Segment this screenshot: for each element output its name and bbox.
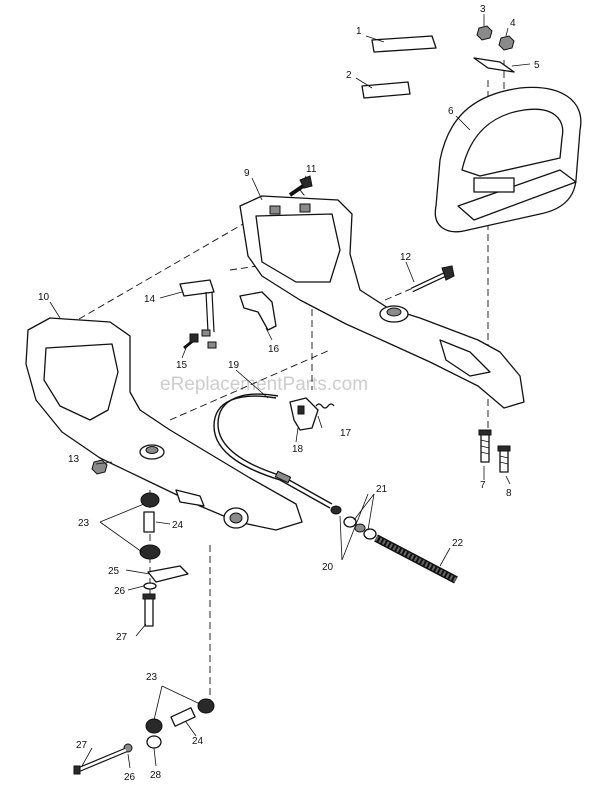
bolt-7 (478, 429, 492, 463)
rear-handle-10 (25, 317, 303, 531)
callout-7: 7 (480, 480, 486, 491)
callout-8: 8 (506, 488, 512, 499)
callout-22: 22 (452, 538, 464, 549)
callout-28: 28 (150, 770, 162, 781)
throttle-cable-19 (213, 393, 333, 509)
callout-numbers: 1 2 3 4 5 6 7 8 9 10 11 12 13 14 15 16 1… (38, 4, 540, 783)
callout-23-lower: 23 (146, 672, 158, 683)
callout-26-upper: 26 (114, 586, 126, 597)
spring-17 (315, 403, 335, 409)
main-frame-9 (239, 195, 525, 409)
nut-13 (91, 459, 108, 475)
callout-24-upper: 24 (172, 520, 184, 531)
bolt-11 (288, 175, 313, 197)
bolt-12 (410, 265, 455, 293)
callout-11: 11 (306, 164, 317, 175)
callout-12: 12 (400, 252, 412, 263)
nut-3 (476, 25, 493, 41)
callout-13: 13 (68, 454, 80, 465)
callout-27-upper: 27 (116, 632, 128, 643)
lower-vibration-mount (73, 698, 215, 775)
callout-19: 19 (228, 360, 240, 371)
callout-15: 15 (176, 360, 188, 371)
callout-27-lower: 27 (76, 740, 88, 751)
callout-24-lower: 24 (192, 736, 204, 747)
callout-16: 16 (268, 344, 280, 355)
callout-26-lower: 26 (124, 772, 136, 783)
washers-21 (330, 505, 377, 540)
lever-16 (239, 291, 277, 331)
callout-21: 21 (376, 484, 388, 495)
clamp-5 (473, 57, 515, 73)
upper-vibration-mount (139, 492, 189, 627)
callout-4: 4 (510, 18, 516, 29)
callout-1: 1 (356, 26, 362, 37)
callout-6: 6 (448, 106, 454, 117)
callout-17: 17 (340, 428, 352, 439)
callout-25: 25 (108, 566, 120, 577)
callout-10: 10 (38, 292, 50, 303)
throttle-trigger-18 (289, 397, 319, 431)
callout-20: 20 (322, 562, 334, 573)
bolt-8 (497, 445, 511, 473)
decal-2 (361, 81, 411, 99)
callout-18: 18 (292, 444, 304, 455)
watermark: eReplacementParts.com (160, 374, 368, 395)
callout-2: 2 (346, 70, 352, 81)
screw-15 (183, 333, 199, 350)
nut-4 (498, 35, 515, 51)
front-handle-6 (434, 86, 582, 233)
switch-14 (179, 279, 217, 349)
leader-lines (49, 14, 531, 769)
callout-23-upper: 23 (78, 518, 90, 529)
callout-14: 14 (144, 294, 156, 305)
threaded-rod-22 (374, 534, 458, 584)
decal-1 (371, 35, 437, 53)
callout-5: 5 (534, 60, 540, 71)
callout-9: 9 (244, 168, 250, 179)
callout-3: 3 (480, 4, 486, 15)
